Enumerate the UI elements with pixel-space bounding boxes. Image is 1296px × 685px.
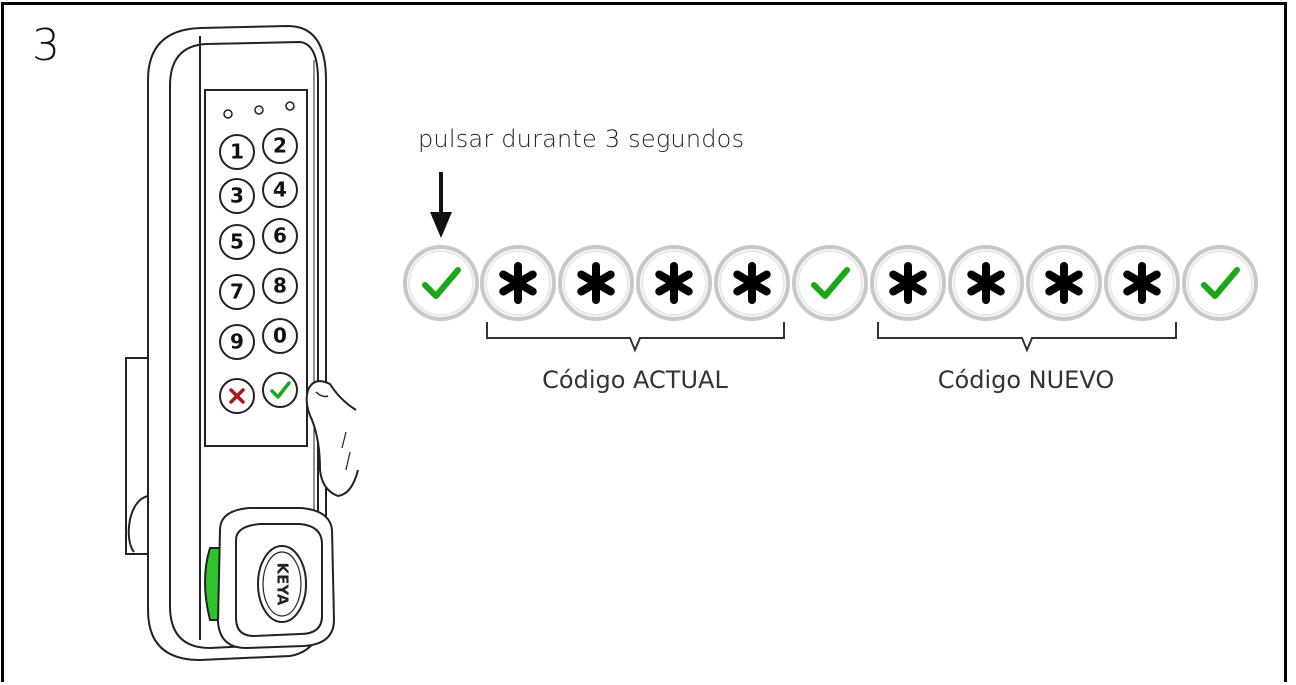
keypad-key-label: 7 xyxy=(230,280,244,304)
lock-knob xyxy=(204,507,336,650)
keypad-key-label: 8 xyxy=(273,274,287,298)
status-leds xyxy=(223,101,295,119)
label-new-code: Código NUEVO xyxy=(937,366,1115,394)
keypad-cancel-key xyxy=(219,378,255,414)
keypad-key-label: 4 xyxy=(273,178,287,202)
x-icon xyxy=(229,388,245,404)
keypad-key-label: 9 xyxy=(230,330,244,354)
label-current-code: Código ACTUAL xyxy=(542,366,728,394)
keypad-confirm-key xyxy=(262,372,298,408)
keypad-key-4: 4 xyxy=(262,172,298,208)
pressing-finger xyxy=(305,380,359,498)
keypad-key-label: 1 xyxy=(230,140,244,164)
brand-logo: KEYA xyxy=(274,563,292,606)
keypad-key-0: 0 xyxy=(262,318,298,354)
keypad-key-5: 5 xyxy=(219,224,255,260)
keypad-key-label: 5 xyxy=(230,230,244,254)
keypad-key-9: 9 xyxy=(219,324,255,360)
keypad-key-6: 6 xyxy=(262,218,298,254)
keypad-key-label: 2 xyxy=(273,134,287,158)
keypad-key-7: 7 xyxy=(219,274,255,310)
keypad-key-label: 6 xyxy=(273,224,287,248)
keypad-key-label: 0 xyxy=(273,324,287,348)
keypad-key-8: 8 xyxy=(262,268,298,304)
check-icon xyxy=(270,381,291,399)
lock-illustration: 1 2 3 4 5 6 7 8 9 0 KEYA xyxy=(125,24,359,662)
instruction-text: pulsar durante 3 segundos xyxy=(418,125,745,153)
keypad-key-1: 1 xyxy=(219,134,255,170)
keypad-key-3: 3 xyxy=(219,178,255,214)
step-number: 3 xyxy=(32,20,60,71)
keypad-key-label: 3 xyxy=(230,184,244,208)
keypad-keys: 1 2 3 4 5 6 7 8 9 0 xyxy=(219,128,298,414)
mounting-bracket xyxy=(125,357,149,555)
keypad-key-2: 2 xyxy=(262,128,298,164)
